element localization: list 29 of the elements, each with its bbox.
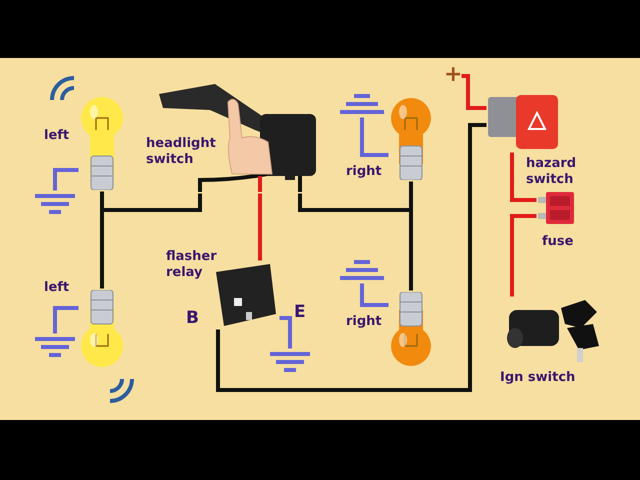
wire <box>53 306 78 334</box>
ground-symbol <box>270 350 310 374</box>
terminal-label: B <box>186 308 199 328</box>
component-label: fuse <box>542 234 574 250</box>
component-label: flasher relay <box>166 249 216 281</box>
component-label: headlight switch <box>146 136 217 168</box>
plus-terminal-label: + <box>444 64 460 86</box>
ground-symbol <box>35 335 75 359</box>
wire <box>360 284 388 307</box>
component-label: right <box>346 164 383 180</box>
wire <box>462 74 486 110</box>
component-label: right <box>346 314 383 330</box>
ground-symbol <box>35 192 75 216</box>
wire <box>360 118 388 157</box>
component-label: Ign switch <box>500 370 576 386</box>
component-label: hazard switch <box>526 156 578 188</box>
wire <box>258 194 262 260</box>
component-label: left <box>44 128 70 144</box>
hazard-switch-drawing <box>488 93 560 151</box>
wire <box>510 214 536 296</box>
terminal-label: E <box>294 302 306 322</box>
component-label: left <box>44 280 70 296</box>
wire <box>280 316 292 348</box>
wire <box>216 123 486 392</box>
wire <box>510 152 536 202</box>
ground-symbol <box>340 258 384 282</box>
ground-symbol <box>340 92 384 116</box>
wire <box>53 168 78 190</box>
fuse-drawing <box>538 192 574 224</box>
